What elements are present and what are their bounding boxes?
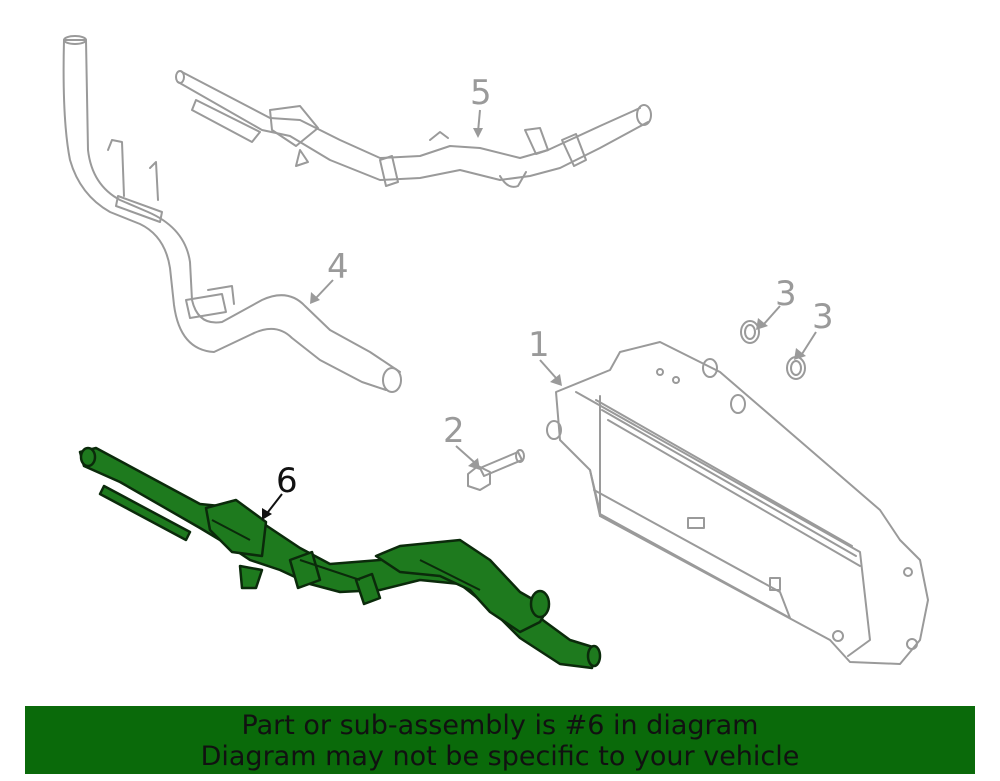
part-2-bolt[interactable]	[467, 449, 525, 491]
callout-3-lower: 3	[812, 297, 834, 337]
part-6-tube-assembly[interactable]	[78, 446, 602, 670]
info-banner: Part or sub-assembly is #6 in diagram Di…	[25, 706, 975, 774]
callout-2: 2	[443, 411, 465, 451]
callout-5: 5	[470, 73, 492, 113]
part-4-tube-assembly[interactable]	[62, 35, 402, 393]
parts-diagram: 5 4 3 3 1 2 6	[62, 35, 929, 670]
leader-lines	[262, 109, 817, 520]
callout-6: 6	[276, 461, 298, 501]
part-1-oil-cooler[interactable]	[546, 341, 929, 665]
banner-line-2: Diagram may not be specific to your vehi…	[200, 741, 800, 772]
part-3-o-ring-upper[interactable]	[740, 320, 760, 344]
part-5-tube-assembly[interactable]	[175, 70, 652, 188]
part-3-o-ring-lower[interactable]	[786, 356, 806, 380]
callout-3-upper: 3	[775, 274, 797, 314]
callout-4: 4	[327, 247, 349, 287]
callout-1: 1	[528, 325, 550, 365]
banner-line-1: Part or sub-assembly is #6 in diagram	[241, 710, 759, 741]
